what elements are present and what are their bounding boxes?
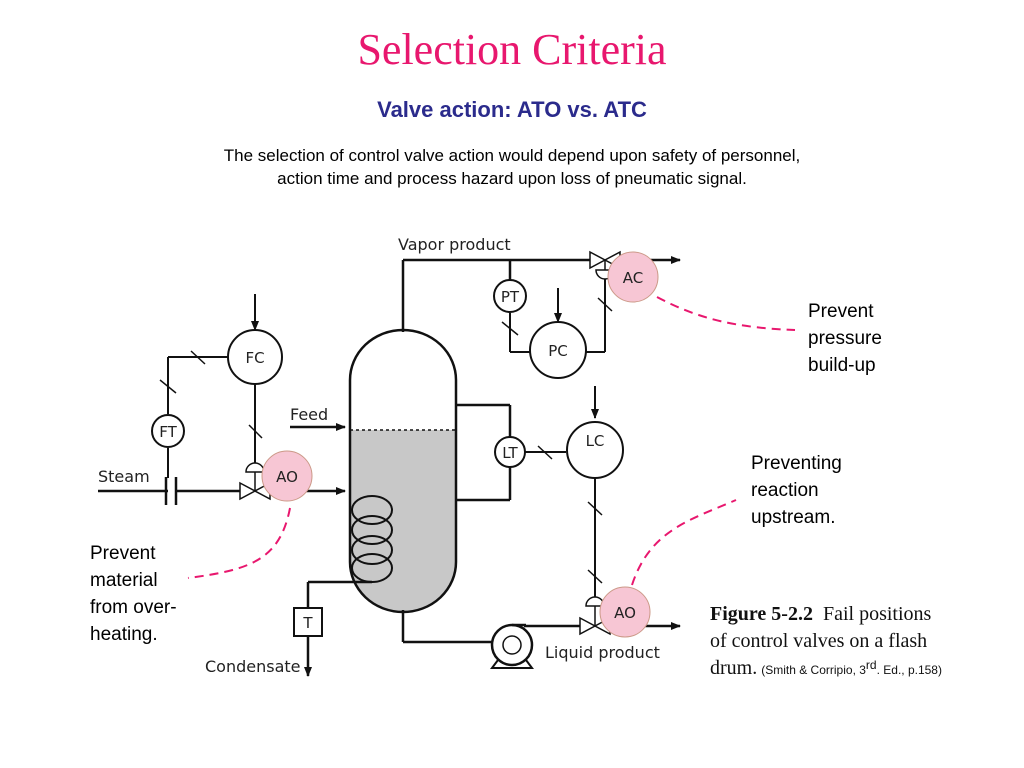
lc-label: LC [586,432,605,450]
feed-label: Feed [290,405,328,424]
note-material-line-2: material [90,570,158,591]
description-line-1: The selection of control valve action wo… [223,146,801,165]
liquid-product-label: Liquid product [545,643,660,662]
note-pressure-line-2: pressure [808,328,882,349]
note-pressure-line-3: build-up [808,355,876,376]
note-pressure: Prevent pressure build-up [808,298,882,379]
fc-controller [227,329,283,385]
steam-label: Steam [98,467,150,486]
callout-lines [187,296,796,586]
ac-label: AC [623,269,643,287]
ao-liquid-label: AO [614,604,636,622]
ao-steam-indicator [261,450,313,502]
level-taps [456,403,512,502]
note-material-line-3: from over- [90,597,177,618]
steam-trap [293,607,323,637]
vapor-product-label: Vapor product [398,235,511,254]
pt-transmitter [493,279,527,313]
page-title: Selection Criteria [357,25,667,74]
condensate-label: Condensate [205,657,301,676]
lt-label: LT [502,444,518,462]
ac-vapor-indicator [607,251,659,303]
ao-liquid-indicator [599,586,651,638]
pump [490,623,534,669]
figure-caption-line-2: of control valves on a flash [710,630,927,652]
vessel-liquid [350,430,456,612]
note-reaction: Preventing reaction upstream. [751,450,842,531]
flash-drum-vessel [348,328,458,614]
description-line-2: action time and process hazard upon loss… [277,169,747,188]
steam-valve [239,462,271,501]
ft-label: FT [159,423,177,441]
fc-label: FC [245,349,264,367]
note-material-line-1: Prevent [90,543,156,564]
description: The selection of control valve action wo… [0,144,1024,190]
figure-caption-line-3: drum.(Smith & Corripio, 3rd. Ed., p.158) [710,657,942,679]
pc-label: PC [548,342,568,360]
pt-label: PT [501,288,520,306]
note-reaction-line-3: upstream. [751,507,836,528]
ao-steam-label: AO [276,468,298,486]
signal-ticks [159,297,613,584]
note-pressure-line-1: Prevent [808,301,874,322]
lc-controller [566,421,624,479]
lt-transmitter [494,436,526,468]
pc-controller [529,321,587,379]
note-reaction-line-1: Preventing [751,453,842,474]
steam-trap-label: T [302,614,313,632]
condensate-line [304,580,372,677]
ft-transmitter [151,414,185,448]
note-material: Prevent material from over- heating. [90,540,177,648]
page-subtitle: Valve action: ATO vs. ATC [377,97,647,122]
note-reaction-line-2: reaction [751,480,819,501]
note-material-line-4: heating. [90,624,158,645]
